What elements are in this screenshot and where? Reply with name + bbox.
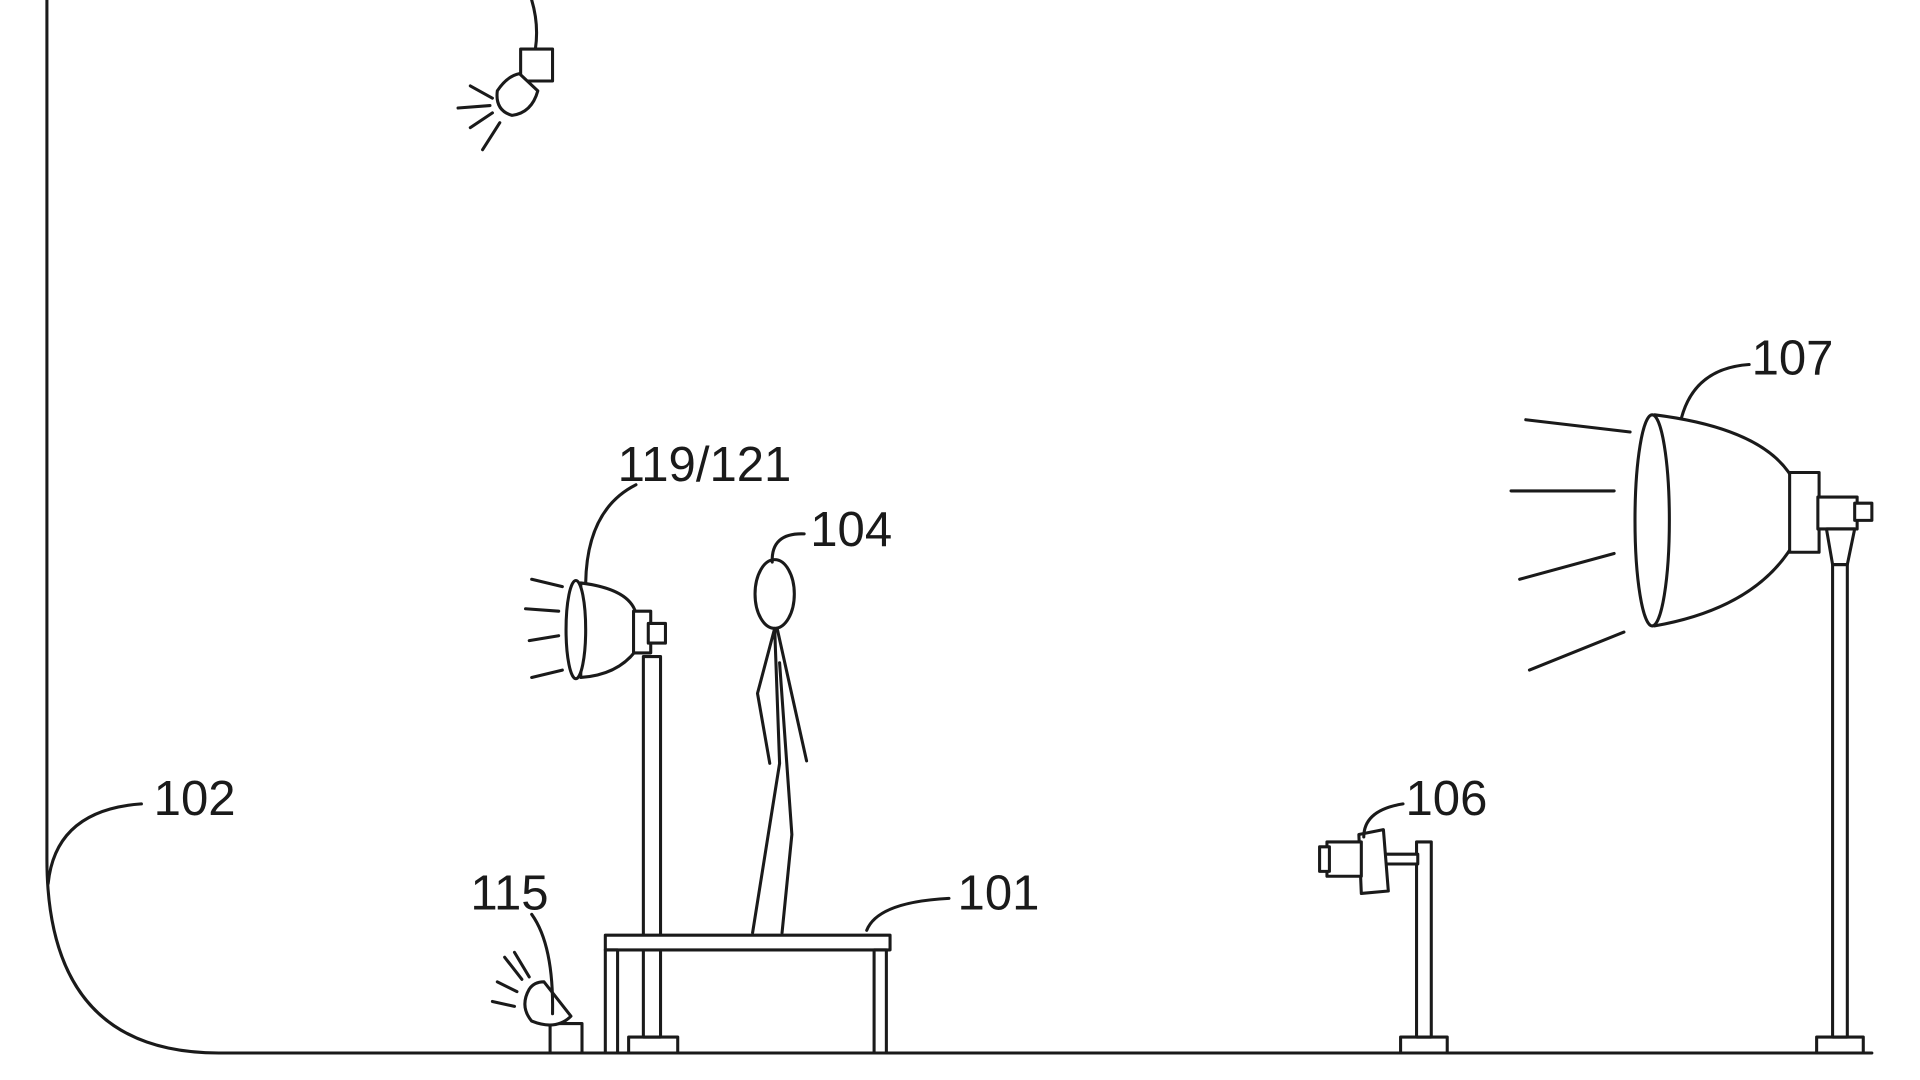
subject-head xyxy=(753,558,796,630)
camera-stand-pole xyxy=(1415,840,1433,1039)
side-light xyxy=(524,577,680,1055)
label-backdrop: 102 xyxy=(154,772,236,826)
label-main-light: 107 xyxy=(1752,331,1834,385)
main-light-yoke xyxy=(1824,527,1857,567)
side-light-rays xyxy=(524,577,564,679)
main-light-base xyxy=(1815,1035,1865,1055)
camera-stand-base xyxy=(1399,1035,1449,1055)
main-light xyxy=(1509,413,1874,1055)
floor-light-head xyxy=(523,980,573,1027)
platform-top xyxy=(603,933,892,952)
label-floor-light: 115 xyxy=(470,866,548,920)
side-light-knob xyxy=(646,621,667,645)
label-subject: 104 xyxy=(810,503,892,557)
platform-leg-right xyxy=(872,948,888,1055)
main-light-reflector xyxy=(1653,413,1798,628)
main-light-mount xyxy=(1816,495,1859,531)
overhead-light xyxy=(456,0,555,152)
overhead-light-cable xyxy=(530,0,539,51)
leader-platform xyxy=(865,896,951,932)
side-light-base xyxy=(627,1035,680,1055)
platform xyxy=(603,933,892,1055)
main-light-pole xyxy=(1831,563,1849,1039)
label-platform: 101 xyxy=(958,866,1040,920)
leader-side-light xyxy=(584,483,638,585)
reference-numerals: 102 101 104 119/121 115 106 107 xyxy=(154,331,1834,920)
overhead-light-head xyxy=(495,72,540,117)
floor-light xyxy=(490,950,584,1055)
subject-body xyxy=(751,626,809,935)
camera xyxy=(1318,828,1449,1055)
camera-lens xyxy=(1325,840,1363,878)
side-light-pole xyxy=(641,655,663,1039)
leader-camera xyxy=(1362,802,1405,839)
floor-light-rays xyxy=(490,950,531,1008)
leader-main-light xyxy=(1680,362,1751,419)
main-light-knob xyxy=(1853,501,1874,522)
camera-body xyxy=(1357,828,1390,895)
backdrop-curve xyxy=(45,0,1874,1055)
camera-lens-front xyxy=(1318,845,1331,873)
label-camera: 106 xyxy=(1406,772,1488,826)
floor-light-mount xyxy=(548,1022,584,1055)
main-light-collar xyxy=(1788,470,1821,554)
backdrop xyxy=(45,0,1874,1055)
main-light-rays xyxy=(1509,418,1632,672)
side-light-reflector xyxy=(579,581,638,679)
side-light-lens xyxy=(564,578,588,681)
overhead-light-mount xyxy=(519,47,555,83)
subject-figure xyxy=(751,558,809,935)
main-light-lens xyxy=(1633,413,1671,628)
leader-backdrop xyxy=(46,802,143,886)
label-side-light: 119/121 xyxy=(618,438,792,492)
leader-lines xyxy=(46,362,1751,1016)
platform-leg-left xyxy=(603,948,620,1055)
overhead-light-rays xyxy=(456,84,502,152)
leader-subject xyxy=(770,532,806,564)
leader-floor-light xyxy=(530,912,555,1016)
